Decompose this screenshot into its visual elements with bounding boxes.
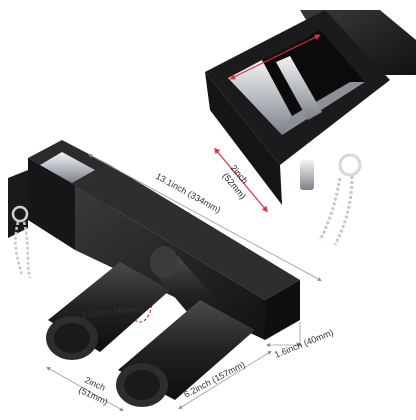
handle-front-right bbox=[116, 300, 255, 407]
inset-lock-ring bbox=[338, 153, 362, 177]
main-assembly bbox=[8, 140, 300, 407]
dim-line-handle-gap bbox=[46, 367, 124, 411]
dim-label-tube-width: 1.6inch (40mm) bbox=[273, 327, 335, 360]
inset-lock-knob bbox=[300, 160, 314, 190]
mount-sleeve-front bbox=[28, 158, 75, 250]
dim-line-inset-width bbox=[229, 34, 321, 80]
mount-chain bbox=[14, 221, 32, 279]
dim-line-handle-length bbox=[178, 350, 272, 410]
inset-inner-floor bbox=[282, 82, 365, 135]
mount-lock-ring bbox=[11, 205, 29, 223]
dim-line-overall-length bbox=[88, 154, 322, 281]
inset-closeup: 2inch(52mm) 2inch (52mm) bbox=[205, 10, 416, 246]
mount-sleeve-insert bbox=[40, 152, 95, 183]
inset-chain bbox=[318, 175, 354, 246]
handle-front-left bbox=[46, 262, 170, 360]
arm-end bbox=[265, 280, 300, 340]
